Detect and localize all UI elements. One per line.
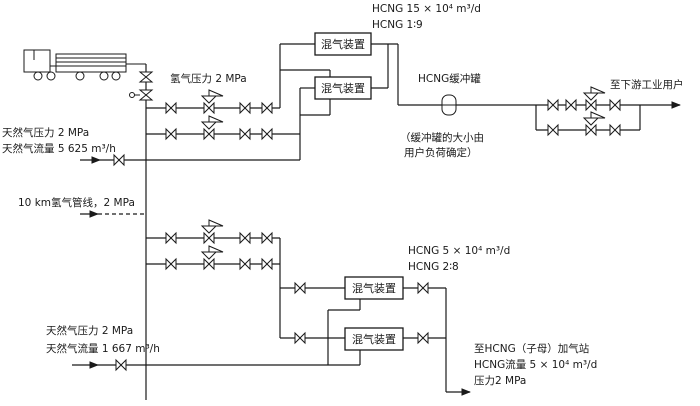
ng-inlet-2-valve-icon bbox=[115, 358, 127, 372]
downstream-regulator-valves bbox=[547, 86, 621, 137]
station-outlet-line2: HCNG流量 5 × 10⁴ m³/d bbox=[474, 358, 597, 371]
mixer-unit-4 bbox=[344, 327, 404, 351]
truck-outlet-valve-icon bbox=[138, 71, 154, 83]
tube-trailer-truck-icon bbox=[23, 49, 146, 81]
mixer-inlet-valves bbox=[294, 281, 306, 345]
station-outlet-line3: 压力2 MPa bbox=[474, 374, 526, 387]
mixer-unit-1-label: 混气装置 bbox=[321, 37, 365, 51]
ng-inlet-2-flow: 天然气流量 1 667 m³/h bbox=[46, 342, 160, 355]
station-outlet-line1: 至HCNG（子母）加气站 bbox=[474, 342, 590, 355]
upper-branch-2-valves bbox=[165, 115, 273, 141]
mixer-unit-3-label: 混气装置 bbox=[352, 281, 396, 295]
mixer-outlet-valves bbox=[417, 281, 429, 345]
buffer-note-line2: 用户负荷确定） bbox=[404, 146, 478, 159]
mixer-unit-4-label: 混气装置 bbox=[352, 332, 396, 346]
hydrogen-pressure-label: 氢气压力 2 MPa bbox=[170, 72, 247, 85]
mid-ratio-spec: HCNG 2∶8 bbox=[408, 261, 459, 273]
h2-pipeline-label: 10 km氢气管线，2 MPa bbox=[18, 196, 135, 209]
top-ratio-spec: HCNG 1∶9 bbox=[372, 19, 423, 31]
upper-branch-1-valves bbox=[165, 89, 273, 115]
lower-branch-2-valves bbox=[165, 245, 273, 271]
buffer-tank-label: HCNG缓冲罐 bbox=[418, 72, 481, 85]
downstream-users-label: 至下游工业用户 bbox=[610, 78, 684, 91]
buffer-tank-icon bbox=[441, 94, 457, 116]
lower-branch-1-valves bbox=[165, 219, 273, 245]
mixer-unit-2-label: 混气装置 bbox=[321, 81, 365, 95]
ng-inlet-1-flow: 天然气流量 5 625 m³/h bbox=[2, 142, 116, 155]
ng-inlet-1-valve-icon bbox=[113, 153, 125, 167]
top-flow-spec: HCNG 15 × 10⁴ m³/d bbox=[372, 3, 481, 15]
buffer-note-line1: （缓冲罐的大小由 bbox=[400, 131, 484, 144]
ng-inlet-1-pressure: 天然气压力 2 MPa bbox=[2, 126, 89, 139]
truck-regulator-valve-icon bbox=[129, 89, 154, 101]
mid-flow-spec: HCNG 5 × 10⁴ m³/d bbox=[408, 245, 510, 257]
ng-inlet-2-pressure: 天然气压力 2 MPa bbox=[46, 324, 133, 337]
